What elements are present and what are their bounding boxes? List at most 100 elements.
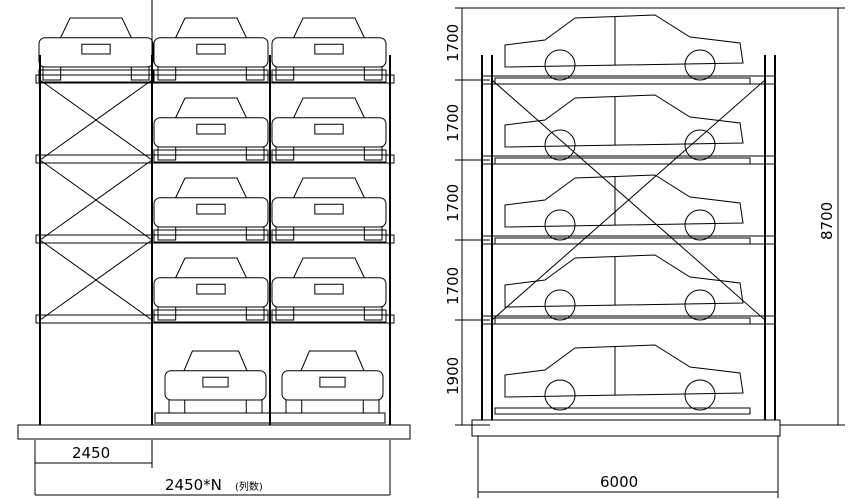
level-height-2: 1700 — [444, 104, 462, 142]
level-height-1: 1700 — [444, 24, 462, 62]
level-beam — [481, 75, 776, 85]
car-wheel — [168, 399, 186, 414]
pallet — [494, 77, 751, 85]
car-body — [153, 117, 269, 148]
car-grille — [314, 283, 344, 295]
level-beam — [35, 234, 395, 244]
car-roof — [175, 97, 247, 118]
car-grille — [319, 376, 346, 388]
pallet — [271, 309, 387, 323]
pallet — [494, 407, 751, 415]
car-wheel — [245, 399, 263, 414]
car-wheel — [684, 129, 716, 161]
pallet — [153, 229, 269, 243]
car-wheel — [544, 129, 576, 161]
car-wheel — [684, 49, 716, 81]
car-side — [504, 254, 744, 321]
car-wheel — [275, 226, 295, 241]
car-grille — [314, 203, 344, 215]
car-wheel — [363, 146, 383, 161]
level-height-3: 1700 — [444, 184, 462, 222]
pallet — [153, 149, 269, 163]
car-body — [153, 277, 269, 308]
level-beam — [481, 235, 776, 245]
car-front — [271, 257, 387, 321]
total-width-note: (列数) — [235, 480, 263, 493]
car-grille — [196, 203, 226, 215]
car-wheel — [363, 226, 383, 241]
pallet — [153, 309, 269, 323]
car-body — [281, 370, 384, 401]
car-grille — [314, 123, 344, 135]
pallet — [271, 229, 387, 243]
car-body — [504, 254, 744, 308]
car-wheel — [362, 399, 380, 414]
level-height-4: 1700 — [444, 267, 462, 305]
car-wheel — [275, 146, 295, 161]
car-body — [153, 37, 269, 68]
bay-width-label: 2450 — [72, 444, 110, 462]
pallet — [494, 157, 751, 165]
car-wheel — [130, 66, 150, 81]
level-beam — [35, 154, 395, 164]
car-front — [38, 17, 154, 81]
car-wheel — [544, 289, 576, 321]
front-view — [17, 0, 411, 496]
car-body — [38, 37, 154, 68]
brace — [39, 159, 153, 241]
car-side — [504, 174, 744, 241]
car-body — [164, 370, 267, 401]
car-roof — [183, 350, 248, 371]
car-wheel — [245, 226, 265, 241]
car-body — [153, 197, 269, 228]
car-wheel — [157, 306, 177, 321]
level-beam — [35, 74, 395, 84]
car-roof — [300, 350, 365, 371]
brace — [39, 79, 153, 161]
car-front — [153, 177, 269, 241]
total-width-label: 2450*N — [165, 476, 222, 494]
car-wheel — [285, 399, 303, 414]
car-body — [271, 197, 387, 228]
car-wheel — [245, 306, 265, 321]
level-beam — [481, 155, 776, 165]
pallet — [38, 69, 154, 83]
pallet — [153, 69, 269, 83]
car-wheel — [42, 66, 62, 81]
car-front — [271, 17, 387, 81]
car-side — [504, 94, 744, 161]
ground-pallet — [154, 412, 386, 424]
car-wheel — [363, 306, 383, 321]
car-grille — [81, 43, 111, 55]
car-side — [504, 14, 744, 81]
car-wheel — [157, 146, 177, 161]
car-wheel — [245, 146, 265, 161]
car-side — [504, 344, 744, 411]
car-body — [271, 277, 387, 308]
car-wheel — [363, 66, 383, 81]
car-grille — [202, 376, 229, 388]
pallet — [271, 69, 387, 83]
car-wheel — [544, 209, 576, 241]
pallet — [494, 317, 751, 325]
car-wheel — [245, 66, 265, 81]
car-roof — [293, 257, 365, 278]
car-wheel — [275, 306, 295, 321]
car-front — [281, 350, 384, 414]
car-wheel — [684, 209, 716, 241]
car-roof — [293, 17, 365, 38]
car-wheel — [684, 289, 716, 321]
car-body — [271, 37, 387, 68]
car-front — [153, 257, 269, 321]
pallet — [271, 149, 387, 163]
car-body — [504, 14, 744, 68]
car-front — [271, 97, 387, 161]
car-body — [504, 344, 744, 398]
car-grille — [196, 123, 226, 135]
car-front — [153, 17, 269, 81]
car-grille — [196, 283, 226, 295]
car-roof — [175, 177, 247, 198]
car-wheel — [157, 66, 177, 81]
side-view — [455, 7, 845, 498]
